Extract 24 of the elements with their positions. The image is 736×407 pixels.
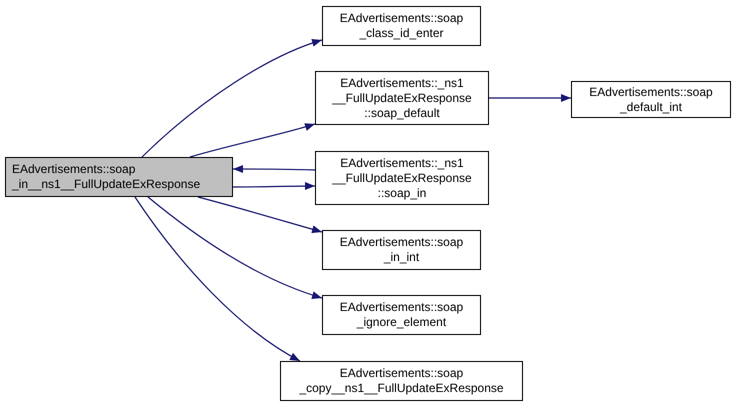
arrow	[148, 196, 322, 299]
function-box	[322, 230, 481, 270]
arrow	[198, 196, 322, 234]
function-box	[571, 81, 731, 118]
function-name: EAdvertisements::soap _in__ns1__FullUpdateExResponse	[12, 162, 202, 192]
function-box	[315, 151, 489, 205]
function-name: EAdvertisements::soap _in_int	[338, 235, 464, 265]
function-box	[315, 71, 489, 125]
arrow	[489, 94, 571, 102]
arrow	[190, 123, 316, 158]
function-name: EAdvertisements::soap _class_id_enter	[338, 11, 464, 41]
function-name: EAdvertisements::soap _default_int	[588, 84, 714, 114]
function-box	[322, 6, 481, 46]
arrow	[233, 165, 316, 173]
function-name: EAdvertisements::soap _copy__ns1__FullUpdateExResponse	[298, 366, 505, 396]
function-box	[280, 361, 523, 401]
function-name: EAdvertisements::soap _ignore_element	[338, 300, 464, 330]
function-box	[5, 157, 233, 197]
function-name: EAdvertisements::_ns1 __FullUpdateExResponse ::soap_in	[331, 156, 473, 200]
function-name: EAdvertisements::_ns1 __FullUpdateExResponse ::soap_default	[331, 76, 473, 120]
arrow	[142, 39, 322, 158]
function-box	[322, 295, 481, 335]
arrow	[233, 182, 315, 190]
arrow	[134, 196, 300, 362]
